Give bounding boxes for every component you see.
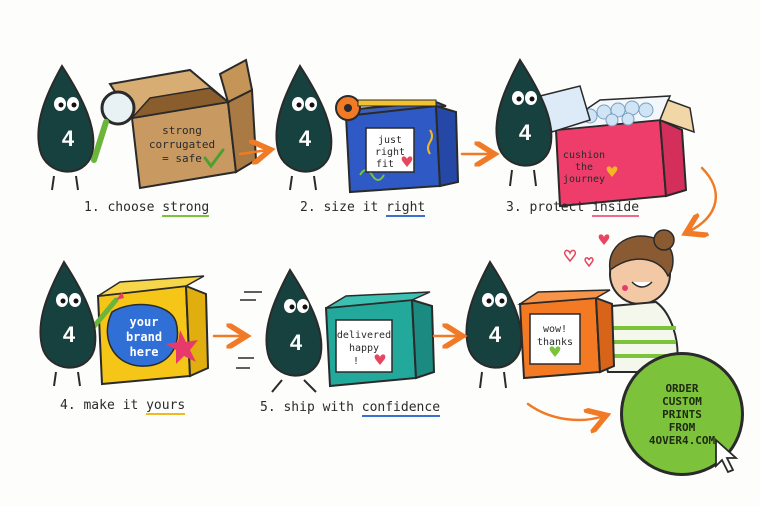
box-text-line: right <box>375 147 405 158</box>
cta-line: FROM <box>668 420 696 434</box>
step-caption: 3. protect inside <box>506 200 640 217</box>
orange-box: wow! thanks <box>517 289 616 380</box>
step-caption: 4. make it yours <box>60 398 186 415</box>
order-cta-button[interactable]: ORDER CUSTOM PRINTS FROM 4OVER4.COM <box>620 352 744 476</box>
cta-line: 4OVER4.COM <box>648 433 716 447</box>
mascot: 4 <box>275 64 333 191</box>
box-text-line: your <box>130 315 159 329</box>
step-1-scene: strong corrugated = safe 4 <box>37 58 258 191</box>
step-5-scene: delivered happy ! 4 <box>236 268 436 393</box>
floating-hearts-icon <box>563 234 610 268</box>
teal-box: delivered happy ! <box>324 291 436 388</box>
heart-icon <box>606 166 618 177</box>
mascot: 4 <box>465 260 523 389</box>
box-text-line: cushion <box>563 150 605 161</box>
caption-highlight: confidence <box>361 400 441 417</box>
tape-measure-icon <box>335 95 437 121</box>
mascot: 4 <box>39 260 97 387</box>
cta-line: ORDER <box>665 381 699 395</box>
step-caption: 5. ship with confidence <box>260 400 441 417</box>
magnifying-glass-icon <box>91 90 136 163</box>
box-text-line: strong <box>162 124 202 137</box>
mascot: 4 <box>495 58 553 187</box>
caption-highlight: strong <box>162 200 210 217</box>
checkmark-icon <box>203 148 225 169</box>
box-text-line: corrugated <box>149 138 215 151</box>
box-text-line: here <box>130 345 159 359</box>
blue-box: just right fit <box>342 100 460 194</box>
step-4-scene: your brand here 4 <box>39 260 210 387</box>
box-text-line: = safe <box>162 152 202 165</box>
mascot-number: 4 <box>290 330 303 355</box>
mascot: 4 <box>265 268 323 393</box>
box-text-line: thanks <box>537 337 573 348</box>
step-caption: 1. choose strong <box>84 200 210 217</box>
mascot-number: 4 <box>519 120 532 145</box>
mascot-number: 4 <box>63 322 76 347</box>
yellow-brand-box: your brand here <box>96 275 210 386</box>
box-text-line: just <box>378 135 402 146</box>
box-text-line: ! <box>353 356 359 367</box>
cta-line: PRINTS <box>662 407 702 421</box>
arrow-icon <box>238 150 268 154</box>
arrow-icon <box>526 402 604 420</box>
box-text-line: happy <box>349 343 379 354</box>
mascot-number: 4 <box>299 126 312 151</box>
arrow-icon <box>688 166 718 232</box>
mascot-number: 4 <box>489 322 502 347</box>
flow-arrows <box>212 150 718 420</box>
cta-line: CUSTOM <box>662 394 702 408</box>
heart-icon <box>401 156 413 167</box>
mascot: 4 <box>37 64 95 191</box>
caption-highlight: right <box>386 200 426 217</box>
step-caption: 2. size it right <box>300 200 426 217</box>
caption-highlight: yours <box>146 398 186 415</box>
mascot-number: 4 <box>62 126 75 151</box>
box-text-line: the <box>575 162 593 173</box>
motion-lines <box>236 291 262 369</box>
heart-icon <box>374 354 386 365</box>
box-text-line: journey <box>563 174 605 185</box>
step-2-scene: just right fit 4 <box>275 64 460 194</box>
box-text-line: fit <box>376 159 394 170</box>
box-text-line: wow! <box>543 324 567 335</box>
cardboard-box: strong corrugated = safe <box>108 58 258 190</box>
caption-highlight: inside <box>592 200 640 217</box>
box-text-line: brand <box>126 330 162 344</box>
heart-icon <box>549 346 561 357</box>
box-text-line: delivered <box>337 330 391 341</box>
step-3-scene: cushion the journey 4 <box>495 58 695 208</box>
